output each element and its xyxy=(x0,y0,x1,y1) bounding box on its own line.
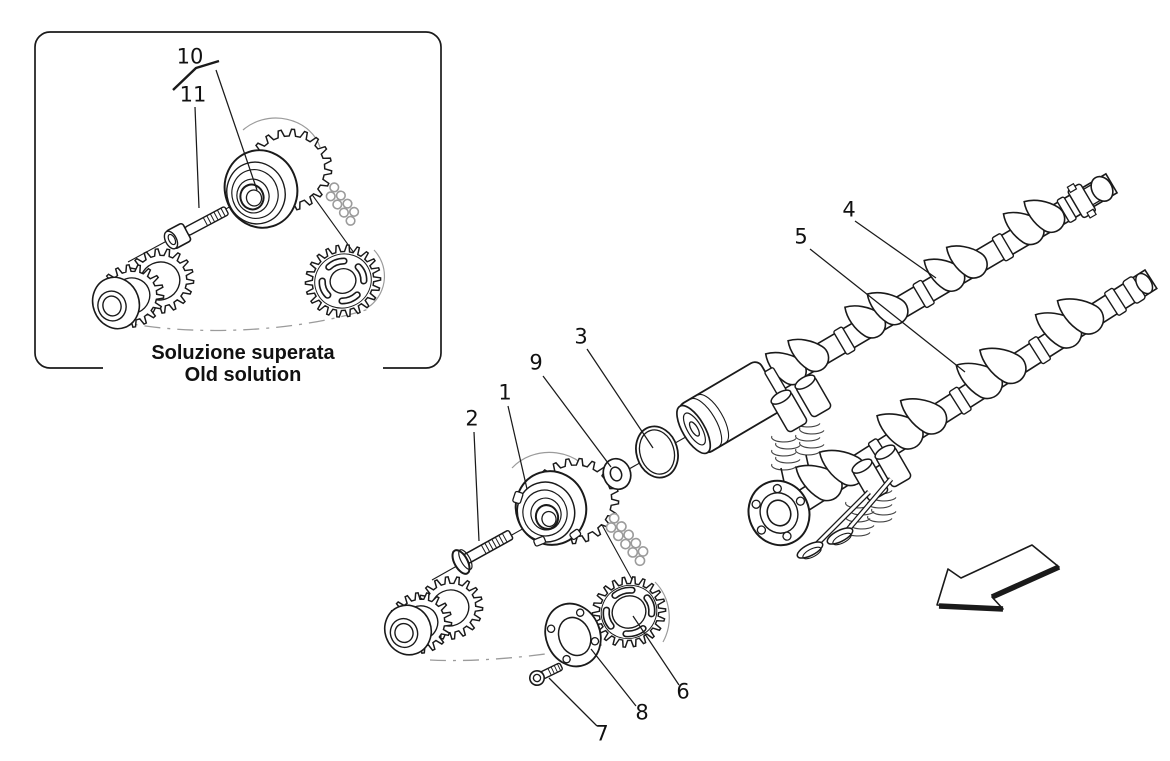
callout-11: 11 xyxy=(179,82,207,107)
crankshaft-sprocket-cluster-main xyxy=(383,575,484,656)
valve-spring xyxy=(771,435,801,471)
crankshaft-sprocket-cluster xyxy=(91,248,195,330)
valve-tappet xyxy=(770,389,808,433)
callout-3: 3 xyxy=(574,324,588,349)
old-camshaft-phaser xyxy=(223,128,333,229)
valve-tappet xyxy=(794,374,832,418)
valve xyxy=(796,490,871,560)
o-ring-seal xyxy=(635,425,679,479)
callout-1: 1 xyxy=(498,380,512,405)
callout-9: 9 xyxy=(529,350,543,375)
inset-caption: Soluzione superata Old solution xyxy=(103,341,383,387)
old-phaser-bolt xyxy=(163,206,229,250)
callout-10: 10 xyxy=(176,44,204,69)
callout-4: 4 xyxy=(842,197,856,222)
callout-8: 8 xyxy=(635,700,649,725)
inset-caption-italian: Soluzione superata xyxy=(151,342,335,364)
camshaft-front-flange xyxy=(747,479,811,547)
phaser-mounting-bolt xyxy=(451,529,514,575)
timing-chain-segment xyxy=(325,182,360,226)
plate-bolt xyxy=(529,662,563,686)
callout-6: 6 xyxy=(676,679,690,704)
callout-5: 5 xyxy=(794,224,808,249)
exhaust-camshaft xyxy=(787,268,1158,517)
retaining-plate xyxy=(544,602,602,668)
intake-camshaft xyxy=(676,172,1119,455)
valve xyxy=(826,477,894,546)
direction-arrow xyxy=(936,544,1061,612)
old-timing-gear xyxy=(304,244,382,318)
leader-lines xyxy=(172,59,966,727)
inset-caption-english: Old solution xyxy=(184,364,302,386)
timing-chain-segment-main xyxy=(605,512,649,567)
timing-gear xyxy=(591,576,667,648)
callout-7: 7 xyxy=(595,721,609,746)
callout-10-11-bracket xyxy=(172,59,220,91)
old-solution-inset xyxy=(34,31,442,369)
new-solution-assembly xyxy=(383,172,1158,686)
callout-2: 2 xyxy=(465,406,479,431)
camshaft-phaser xyxy=(512,457,620,547)
valve-tappet xyxy=(874,444,912,488)
